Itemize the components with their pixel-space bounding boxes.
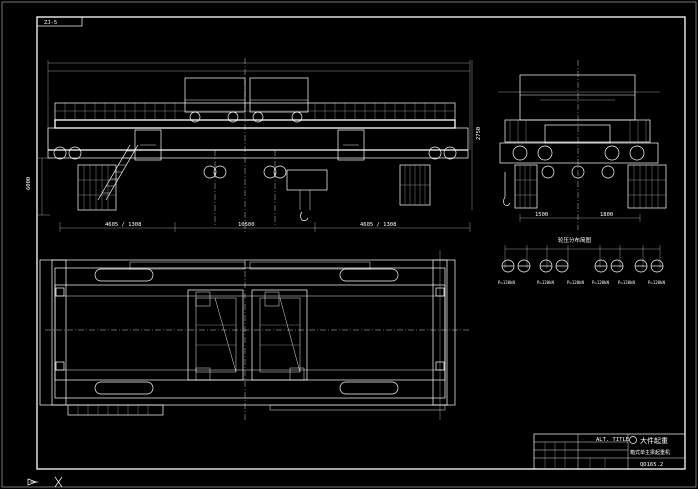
wheel-label-3: P=120kN (567, 280, 584, 285)
company-logo-icon (629, 436, 637, 444)
side-elevation: 1500 1800 (498, 60, 667, 230)
span-dim-right: 4605 / 1308 (360, 222, 396, 228)
corner-tag: ZJ-5 (36, 16, 83, 27)
plan-view (39, 250, 470, 420)
wheel-label-4: P=120kN (592, 280, 609, 285)
corner-tag-text: ZJ-5 (44, 20, 57, 26)
wheel-label-6: P=120kN (648, 280, 665, 285)
side-dim-1: 1500 (535, 212, 548, 218)
title-block-title: ALT. TITLE (596, 437, 629, 443)
height-dim-2: 2750 (476, 127, 482, 140)
title-block: ALT. TITLE 大件起重 箱式单主梁起重机 QD165.2 (533, 433, 686, 470)
wheel-label-5: P=120kN (618, 280, 635, 285)
title-block-company: 大件起重 (640, 436, 668, 445)
wheel-label-1: P=120kN (498, 280, 515, 285)
height-dim-1: 6000 (26, 177, 32, 190)
title-block-drawing-title: 箱式单主梁起重机 (630, 449, 670, 456)
wheel-load-diagram: 轮压分布简图 P=120kN P=120kN P=120kN P=120kN P… (498, 236, 665, 285)
wheel-label-2: P=120kN (537, 280, 554, 285)
side-dim-2: 1800 (600, 212, 613, 218)
title-block-drawing-no: QD165.2 (640, 462, 663, 468)
span-dim-center: 10500 (238, 222, 255, 228)
wheel-diagram-title: 轮压分布简图 (558, 236, 592, 244)
span-dim-left: 4605 / 1308 (105, 222, 141, 228)
front-elevation: 6000 2750 4605 / 1308 10500 4605 / 1308 (26, 58, 482, 232)
